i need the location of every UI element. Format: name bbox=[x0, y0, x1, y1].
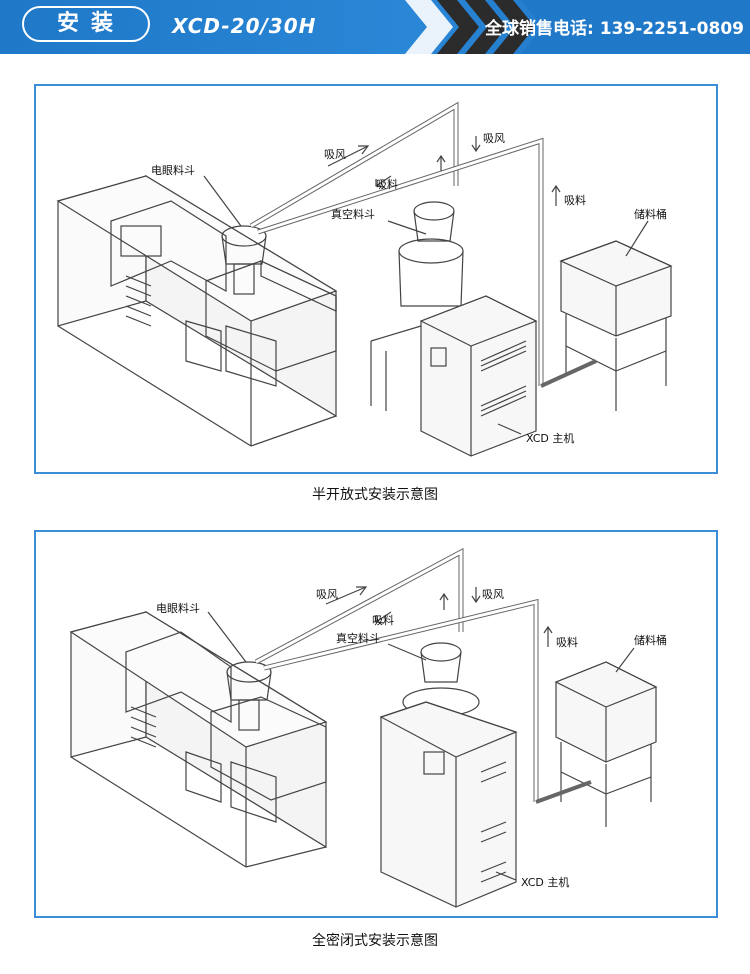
semi-open-installation-diagram: 电眼料斗 吸风 吸料 吸风 真空料斗 吸料 储料桶 XCD 主机 bbox=[56, 101, 673, 457]
caption-fully-closed: 全密闭式安装示意图 bbox=[312, 933, 438, 949]
fully-closed-installation-diagram: 电眼料斗 吸风 吸料 吸风 真空料斗 吸料 储料桶 XCD 主机 bbox=[69, 547, 667, 908]
label-wind-top: 吸风 bbox=[324, 148, 346, 161]
label-material-mid: 吸料 bbox=[372, 613, 394, 627]
label-main-unit: XCD 主机 bbox=[526, 431, 574, 445]
diagram-panel-semi-open: 电眼料斗 吸风 吸料 吸风 真空料斗 吸料 储料桶 XCD 主机 bbox=[34, 84, 718, 474]
label-main-unit: XCD 主机 bbox=[521, 875, 569, 889]
label-wind-right: 吸风 bbox=[483, 132, 505, 145]
label-wind-top: 吸风 bbox=[316, 588, 338, 601]
label-storage-bin: 储料桶 bbox=[634, 207, 667, 221]
label-hopper-eye: 电眼料斗 bbox=[156, 601, 200, 615]
phone-line: 全球销售电话: 139-2251-0809 bbox=[485, 14, 744, 39]
header-right-block: 全球销售电话: 139-2251-0809 bbox=[405, 0, 750, 54]
header-banner: 安装 XCD-20/30H 全球销售电话: 139-2251-0809 bbox=[0, 0, 750, 54]
label-storage-bin: 储料桶 bbox=[634, 633, 667, 647]
section-title: 安装 bbox=[56, 11, 125, 36]
label-material-mid: 吸料 bbox=[376, 177, 398, 191]
diagram-panel-fully-closed: 电眼料斗 吸风 吸料 吸风 真空料斗 吸料 储料桶 XCD 主机 bbox=[34, 530, 718, 918]
phone-label: 全球销售电话: bbox=[485, 19, 594, 39]
label-hopper-eye: 电眼料斗 bbox=[151, 163, 195, 177]
label-vacuum-hopper: 真空料斗 bbox=[336, 631, 380, 645]
phone-number: 139-2251-0809 bbox=[599, 19, 744, 39]
label-material-right: 吸料 bbox=[556, 635, 578, 649]
label-vacuum-hopper: 真空料斗 bbox=[331, 207, 375, 221]
label-material-right: 吸料 bbox=[564, 193, 586, 207]
label-wind-right: 吸风 bbox=[482, 588, 504, 601]
model-name: XCD-20/30H bbox=[172, 14, 317, 38]
chevron-arrows-icon bbox=[405, 0, 750, 54]
caption-semi-open: 半开放式安装示意图 bbox=[312, 487, 438, 503]
section-pill: 安装 bbox=[22, 6, 150, 42]
